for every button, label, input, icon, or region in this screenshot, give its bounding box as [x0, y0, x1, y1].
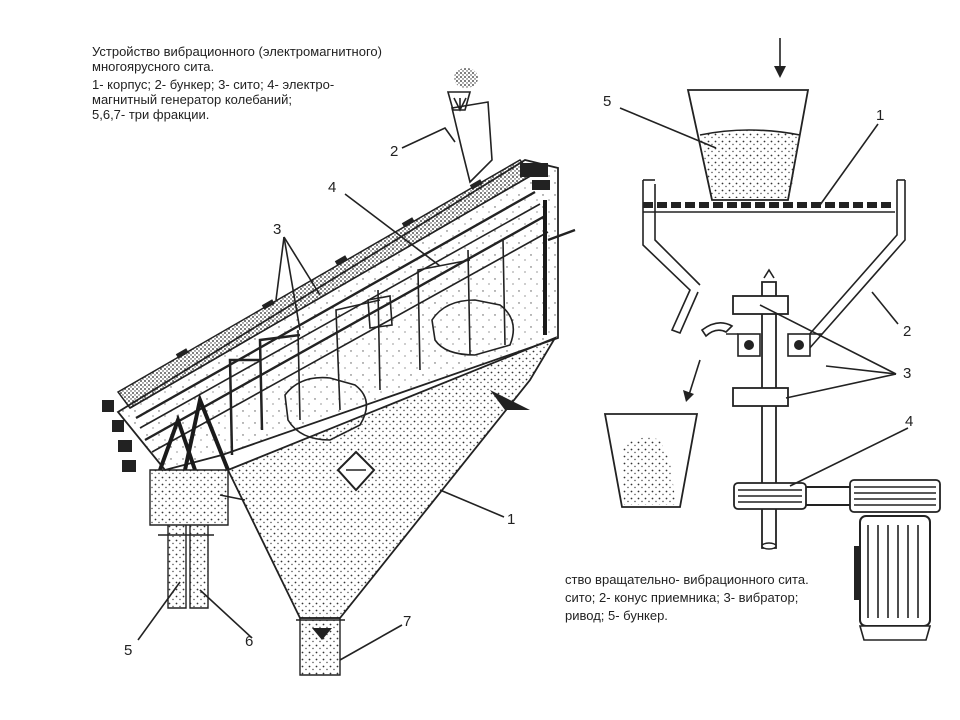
label-4-left: 4: [328, 179, 336, 196]
main-body: [219, 336, 558, 676]
right-caption-line-1: ство вращательно- вибрационного сита.: [565, 572, 809, 587]
drive: [733, 479, 941, 641]
vibrator-shaft: [700, 268, 822, 549]
left-caption-legend-3: 5,6,7- три фракции.: [92, 107, 210, 122]
bunker: [686, 89, 810, 201]
label-1-left: 1: [507, 511, 515, 528]
right-figure: 5 1 2 3 4: [603, 38, 941, 641]
label-2-right: 2: [903, 323, 911, 340]
right-leaders: [619, 107, 909, 487]
collector-cup: [603, 413, 699, 508]
left-leaders: [137, 126, 505, 661]
label-5-right: 5: [603, 93, 611, 110]
right-caption-line-2: сито; 2- конус приемника; 3- вибратор;: [565, 590, 799, 605]
right-caption-line-3: ривод; 5- бункер.: [565, 608, 668, 623]
right-caption: ство вращательно- вибрационного сита. си…: [565, 571, 865, 625]
receiver-cone: [642, 179, 906, 351]
side-outlets: [102, 393, 230, 609]
outlet-arrow: [687, 359, 701, 399]
label-6-left: 6: [245, 633, 253, 650]
left-caption-title-1: Устройство вибрационного (электромагнитн…: [92, 44, 382, 59]
label-2-left: 2: [390, 143, 398, 160]
left-caption-title-2: многоярусного сита.: [92, 59, 215, 74]
screen-housing: [116, 159, 576, 472]
sieve: [643, 202, 895, 213]
left-caption: Устройство вибрационного (электромагнитн…: [92, 44, 452, 122]
label-3-right: 3: [903, 365, 911, 382]
left-caption-legend-1: 1- корпус; 2- бункер; 3- сито; 4- электр…: [92, 77, 335, 92]
left-figure: 2 4 3 1 5 6 7: [102, 68, 576, 676]
label-3-left: 3: [273, 221, 281, 238]
label-5-left: 5: [124, 642, 132, 659]
label-1-right: 1: [876, 107, 884, 124]
label-7-left: 7: [403, 613, 411, 630]
left-caption-legend-2: магнитный генератор колебаний;: [92, 92, 292, 107]
feed-hopper: [446, 68, 493, 184]
label-4-right: 4: [905, 413, 913, 430]
